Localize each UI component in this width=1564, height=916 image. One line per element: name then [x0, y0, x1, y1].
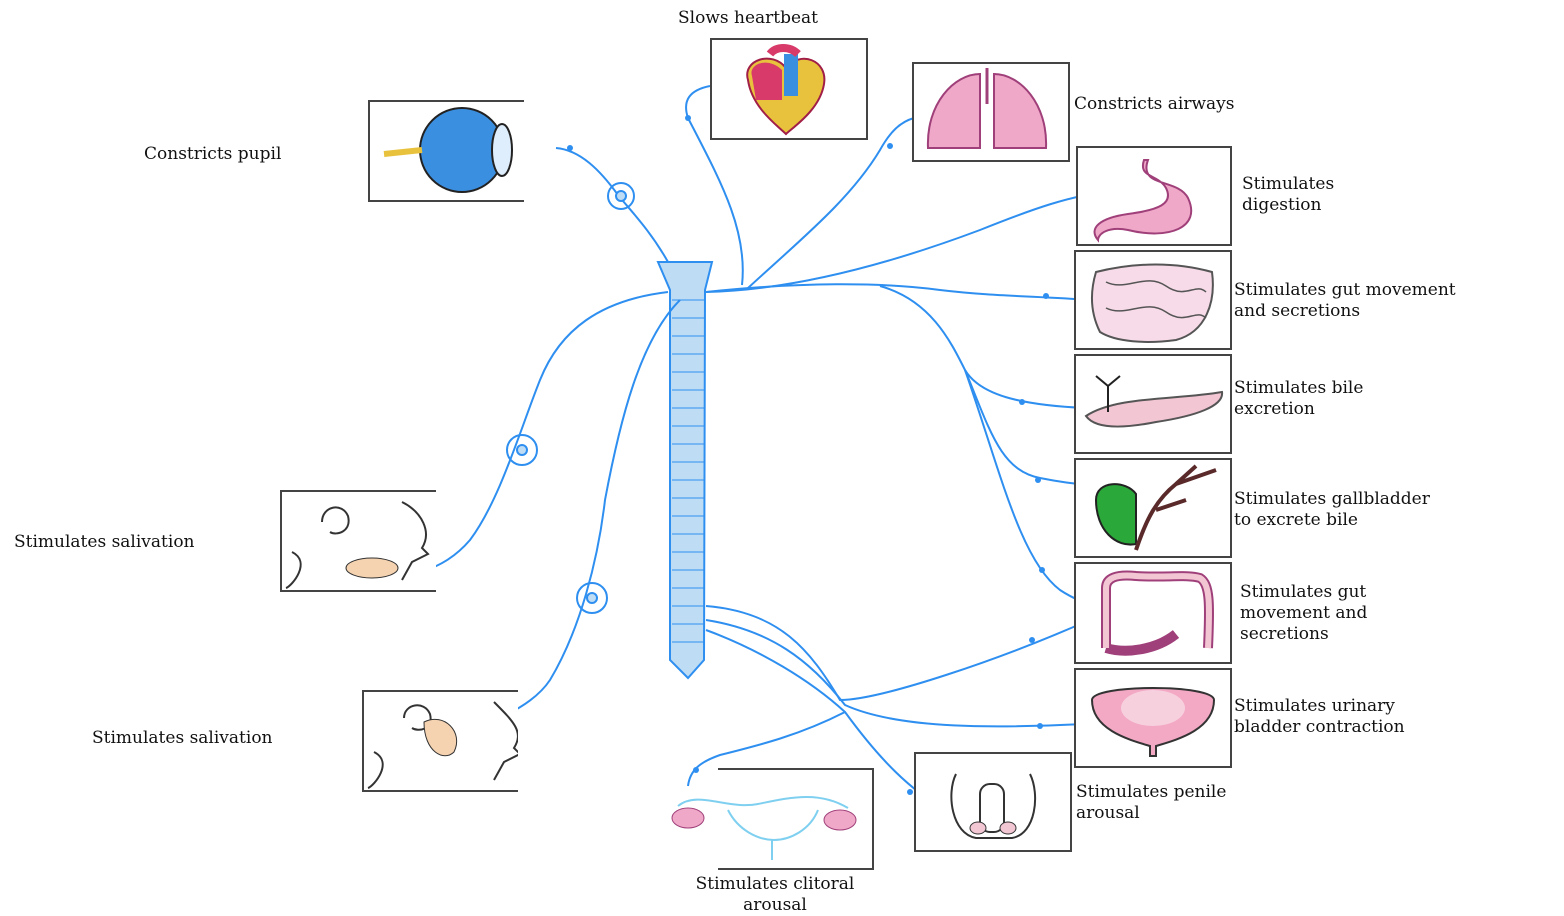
- lungs-box: [912, 62, 1070, 162]
- label-eye: Constricts pupil: [144, 144, 281, 165]
- label-salivation-upper: Stimulates salivation: [14, 532, 195, 553]
- spinal-cord: [658, 262, 712, 678]
- ganglia: [507, 183, 634, 613]
- label-lungs: Constricts airways: [1074, 94, 1235, 115]
- small-intestine-box: [1074, 250, 1232, 350]
- label-pancreas: Stimulates bile excretion: [1234, 378, 1363, 420]
- penis-icon: [916, 754, 1070, 850]
- parotid-box: [362, 690, 518, 792]
- eye-box: [368, 100, 524, 202]
- urinary-bladder-box: [1074, 668, 1232, 768]
- large-intestine-box: [1074, 562, 1232, 664]
- submandibular-box: [280, 490, 436, 592]
- penis-box: [914, 752, 1072, 852]
- label-gallbladder: Stimulates gallbladder to excrete bile: [1234, 489, 1430, 531]
- label-uterus: Stimulates clitoral arousal: [664, 874, 886, 916]
- uterus-ovaries-icon: [718, 770, 872, 868]
- label-penis: Stimulates penile arousal: [1076, 782, 1226, 824]
- label-salivation-lower: Stimulates salivation: [92, 728, 273, 749]
- label-heart: Slows heartbeat: [678, 8, 818, 29]
- heart-box: [710, 38, 868, 140]
- gallbladder-box: [1074, 458, 1232, 558]
- stomach-box: [1076, 146, 1232, 246]
- pancreas-box: [1074, 354, 1232, 454]
- label-bladder: Stimulates urinary bladder contraction: [1234, 696, 1405, 738]
- lungs-icon: [914, 64, 1068, 160]
- label-colon: Stimulates gut movement and secretions: [1240, 582, 1367, 645]
- gallbladder-icon: [1076, 460, 1230, 556]
- pancreas-icon: [1076, 356, 1230, 452]
- large-intestine-icon: [1076, 564, 1230, 662]
- label-stomach: Stimulates digestion: [1242, 174, 1334, 216]
- heart-icon: [712, 40, 866, 138]
- parotid-gland-icon: [364, 692, 518, 790]
- stomach-icon: [1078, 148, 1230, 244]
- eye-icon: [370, 102, 524, 200]
- urinary-bladder-icon: [1076, 670, 1230, 766]
- uterus-box: [718, 768, 874, 870]
- submandibular-gland-icon: [282, 492, 436, 590]
- small-intestine-icon: [1076, 252, 1230, 348]
- label-intestine: Stimulates gut movement and secretions: [1234, 280, 1456, 322]
